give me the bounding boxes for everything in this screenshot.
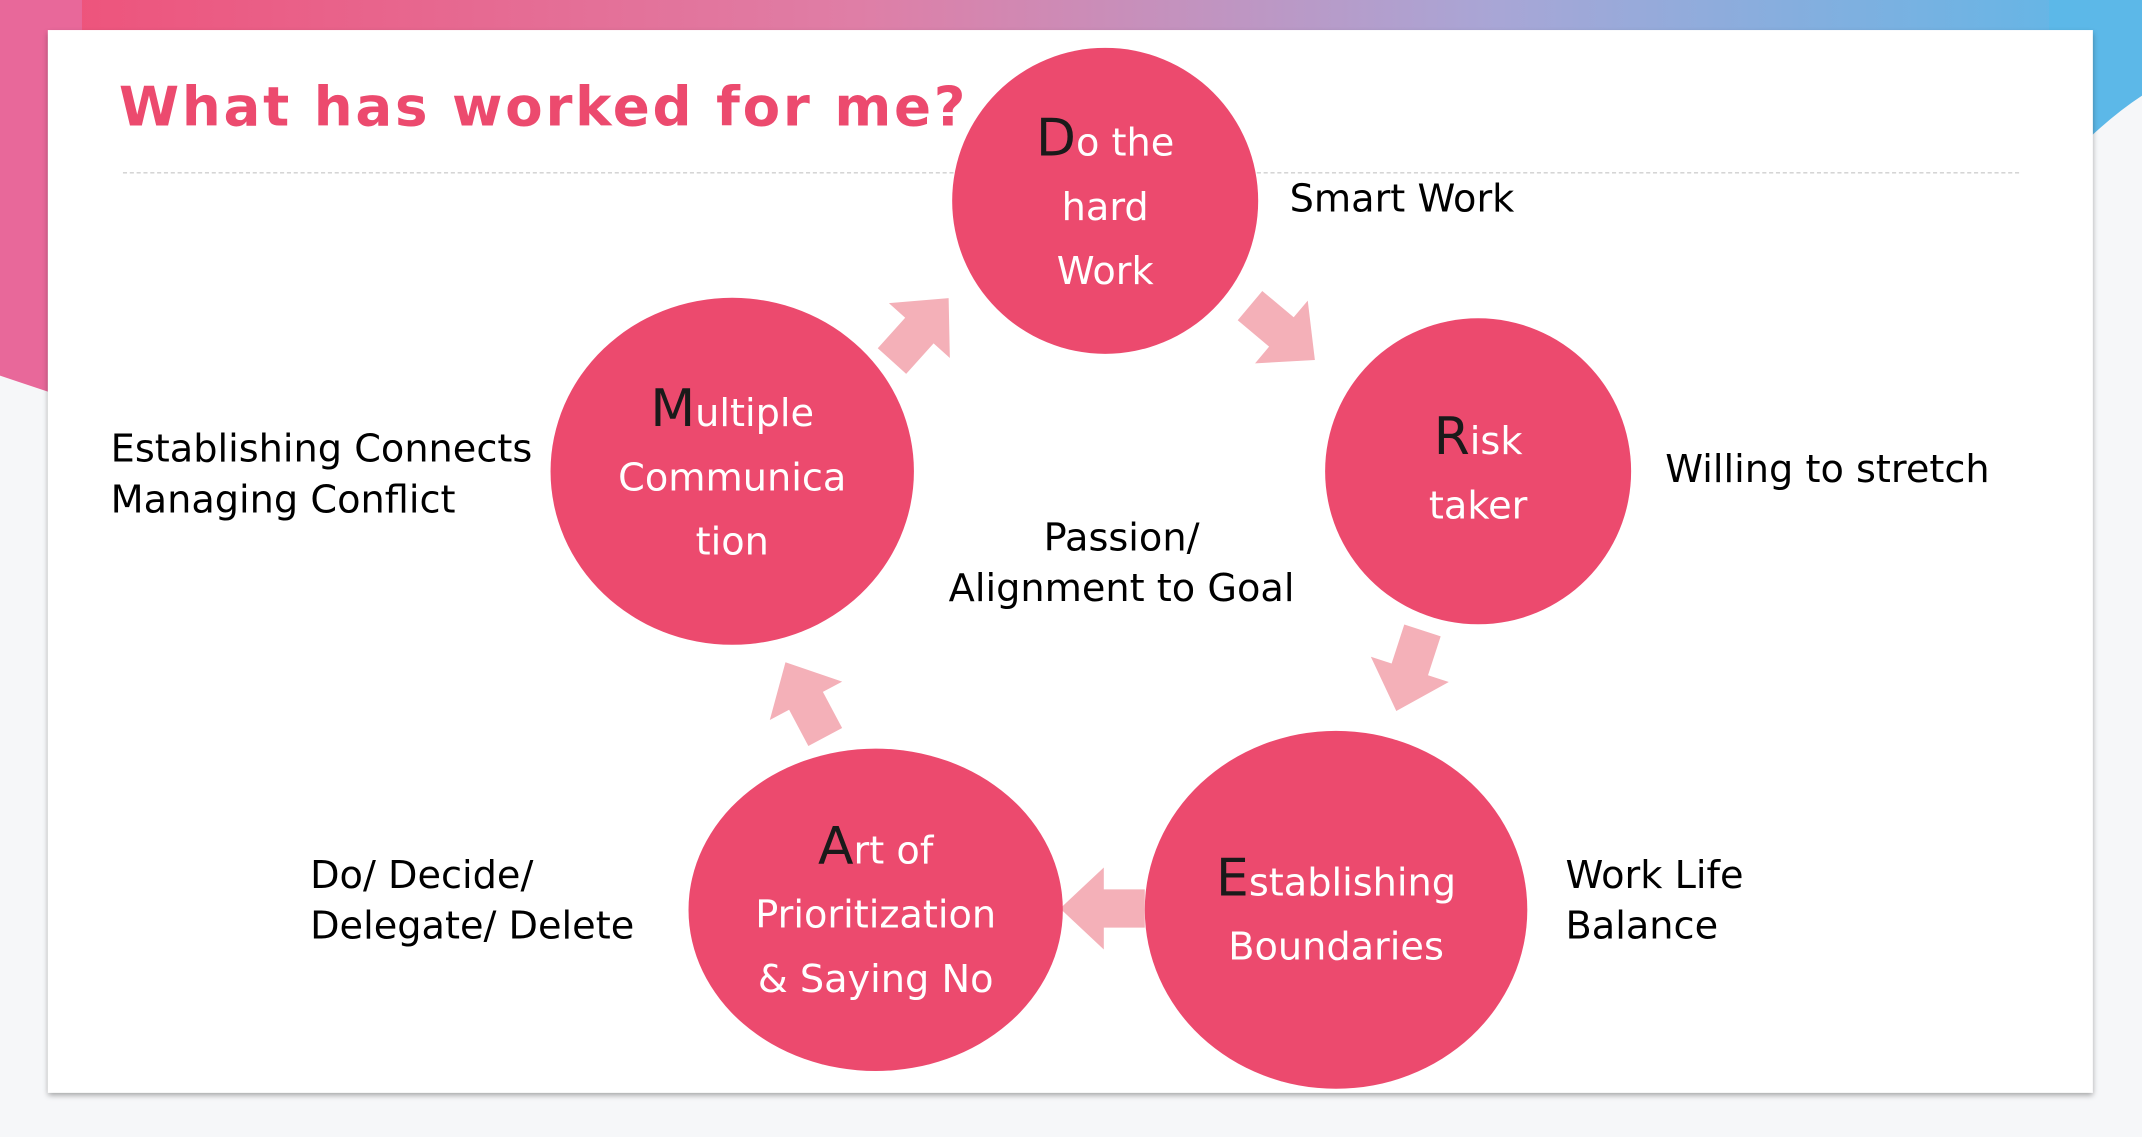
circle-multiple-communication — [550, 297, 914, 645]
arrow-a-to-m — [769, 662, 843, 746]
circle-do-hard-work — [952, 47, 1259, 354]
step-m-text: Multiple Communica tion — [618, 377, 846, 574]
center-line: Alignment to Goal — [948, 565, 1295, 611]
step-line: & Saying No — [757, 956, 994, 1002]
step-r-text: Risk taker — [1429, 405, 1527, 538]
circle-establishing-boundaries — [1144, 730, 1528, 1089]
arrow-m-to-d — [877, 298, 950, 374]
note-line: Establishing Connects — [110, 426, 533, 472]
note-line: Smart Work — [1289, 176, 1515, 222]
arrow-d-to-r — [1237, 290, 1315, 364]
step-initial: D — [1036, 107, 1076, 169]
step-line: Work — [1056, 248, 1154, 294]
circle-art-of-prioritization — [688, 748, 1063, 1072]
center-text: Passion/ Alignment to Goal — [943, 512, 1301, 613]
note-line: Willing to stretch — [1665, 446, 1990, 492]
note-do-decide-delegate: Do/ Decide/ Delegate/ Delete — [310, 850, 634, 951]
step-line: ultiple — [695, 390, 815, 436]
note-smart-work: Smart Work — [1290, 173, 1515, 224]
step-line: rt of — [853, 827, 934, 873]
note-work-life-balance: Work Life Balance — [1566, 850, 1744, 951]
step-d-text: Do the hard Work — [1036, 107, 1174, 304]
step-e-text: Establishing Boundaries — [1216, 846, 1456, 979]
note-line: Delegate/ Delete — [310, 902, 635, 949]
step-line: o the — [1075, 120, 1175, 166]
step-line: hard — [1061, 184, 1149, 230]
step-line: taker — [1428, 482, 1528, 528]
step-initial: M — [650, 378, 696, 439]
step-line: tion — [695, 519, 769, 565]
step-line: Communica — [618, 454, 847, 500]
slide-title: What has worked for me? — [118, 76, 969, 140]
note-line: Do/ Decide/ — [310, 852, 534, 898]
step-line: Prioritization — [755, 892, 997, 938]
step-line: Boundaries — [1228, 924, 1444, 970]
step-initial: A — [818, 815, 854, 876]
note-line: Balance — [1565, 902, 1719, 949]
note-line: Managing Conflict — [110, 476, 456, 522]
circle-risk-taker — [1325, 318, 1632, 625]
arrow-r-to-e — [1370, 624, 1449, 711]
note-establishing-connects: Establishing Connects Managing Conflict — [111, 423, 533, 524]
step-initial: E — [1216, 847, 1249, 908]
arrow-e-to-a — [1060, 867, 1145, 950]
note-willing-to-stretch: Willing to stretch — [1665, 444, 1989, 495]
center-line: Passion/ — [1043, 515, 1200, 561]
step-initial: R — [1433, 406, 1470, 467]
step-line: stablishing — [1248, 859, 1457, 906]
step-a-text: Art of Prioritization & Saying No — [755, 814, 996, 1011]
note-line: Work Life — [1565, 852, 1744, 898]
step-line: isk — [1469, 418, 1523, 464]
